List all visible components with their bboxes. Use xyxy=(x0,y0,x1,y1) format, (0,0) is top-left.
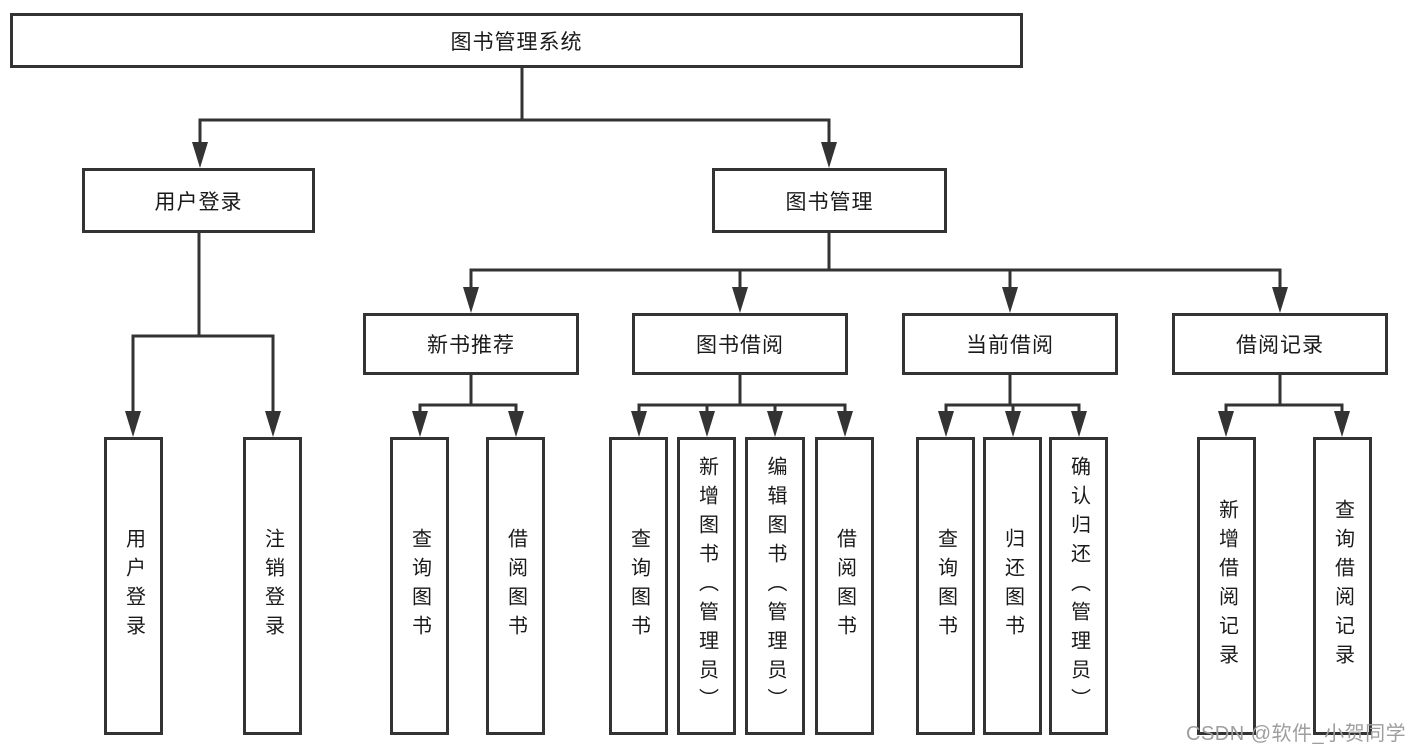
node-root-system: 图书管理系统 xyxy=(10,13,1023,68)
node-book-management-branch: 图书管理 xyxy=(712,168,947,233)
leaf-logout: 注销登录 xyxy=(243,437,302,735)
leaf-add-books-admin: 新增图书（管理员） xyxy=(677,437,736,735)
node-borrow-records: 借阅记录 xyxy=(1172,313,1388,375)
leaf-query-books-borrow: 查询图书 xyxy=(609,437,668,735)
node-book-borrow: 图书借阅 xyxy=(632,313,848,375)
node-current-borrow: 当前借阅 xyxy=(902,313,1118,375)
leaf-edit-books-admin: 编辑图书（管理员） xyxy=(745,437,805,735)
leaf-return-books: 归还图书 xyxy=(983,437,1042,735)
leaf-query-books-recommend: 查询图书 xyxy=(390,437,449,735)
node-user-login-branch: 用户登录 xyxy=(82,168,315,233)
leaf-confirm-return-admin: 确认归还（管理员） xyxy=(1049,437,1108,735)
leaf-query-books-current: 查询图书 xyxy=(916,437,975,735)
node-new-book-recommend: 新书推荐 xyxy=(363,313,579,375)
leaf-borrow-books-recommend: 借阅图书 xyxy=(486,437,545,735)
leaf-borrow-books: 借阅图书 xyxy=(815,437,874,735)
leaf-add-borrow-record: 新增借阅记录 xyxy=(1197,437,1256,735)
csdn-watermark: CSDN @软件_小贺同学 xyxy=(1186,723,1405,745)
leaf-query-borrow-record: 查询借阅记录 xyxy=(1313,437,1372,735)
leaf-user-login: 用户登录 xyxy=(104,437,163,735)
arrowheads xyxy=(125,142,1350,437)
